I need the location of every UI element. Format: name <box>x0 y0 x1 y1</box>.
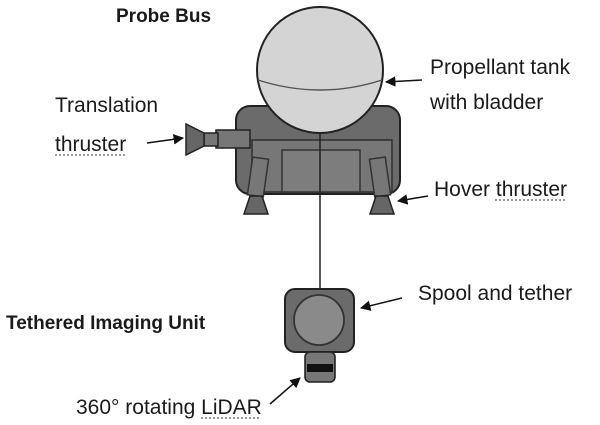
propellant-tank <box>256 6 384 134</box>
hover-thruster-label: Hover thruster <box>434 178 567 202</box>
hover-thruster-label-word: thruster <box>495 178 568 201</box>
right-hover-thruster <box>368 195 396 215</box>
left-hover-thruster <box>242 195 270 215</box>
translation-thruster-label-line2: thruster <box>55 133 127 156</box>
arrow-lidar <box>269 377 301 405</box>
lidar-band <box>307 364 333 372</box>
translation-thruster-label-line1: Translation <box>55 94 159 117</box>
translation-thruster-mount <box>215 129 251 149</box>
spool-and-tether-label: Spool and tether <box>418 282 573 305</box>
propellant-tank-label-line2: with bladder <box>430 91 544 114</box>
bus-panel <box>281 149 361 193</box>
arrow-translation-thruster <box>146 134 185 145</box>
hover-thruster-label-prefix: Hover <box>434 178 496 201</box>
lidar-label-prefix: 360° rotating <box>76 396 202 419</box>
tethered-imaging-unit-title: Tethered Imaging Unit <box>6 313 206 334</box>
tank-bladder <box>257 79 383 91</box>
arrow-propellant-tank <box>384 76 423 87</box>
probe-bus-title: Probe Bus <box>116 6 212 27</box>
lidar-label: 360° rotating LiDAR <box>76 396 262 420</box>
translation-thruster-nozzle <box>185 122 205 157</box>
spool-reel <box>293 294 345 346</box>
arrow-hover-thruster <box>396 194 429 205</box>
propellant-tank-label-line1: Propellant tank <box>430 56 571 79</box>
lidar-label-word: LiDAR <box>201 396 262 419</box>
arrow-spool <box>359 297 403 311</box>
translation-thruster-neck <box>203 132 219 147</box>
